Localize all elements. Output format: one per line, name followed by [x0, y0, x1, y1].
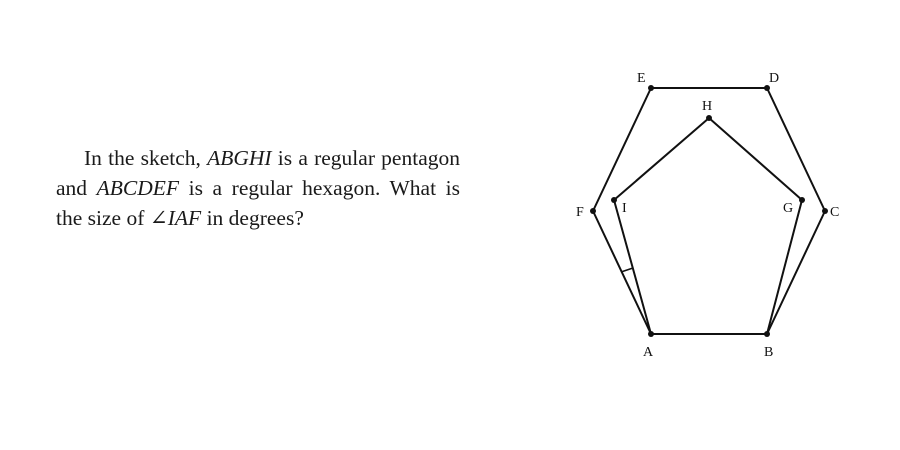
vertex-f-label: F — [576, 205, 584, 220]
vertex-a-point — [648, 331, 654, 337]
vertex-g-label: G — [783, 201, 793, 216]
hexagon-name: ABCDEF — [96, 176, 180, 200]
vertex-e-point — [648, 85, 654, 91]
vertex-c-label: C — [830, 205, 839, 220]
angle-iaf-mark — [620, 267, 634, 273]
vertex-i-label: I — [622, 201, 627, 216]
vertex-g-point — [799, 197, 805, 203]
angle-name: ∠IAF — [149, 206, 202, 230]
vertex-b-label: B — [764, 345, 773, 360]
vertex-c-point — [822, 208, 828, 214]
vertex-d-point — [764, 85, 770, 91]
vertex-i-point — [611, 197, 617, 203]
vertex-f-point — [590, 208, 596, 214]
vertex-h-point — [706, 115, 712, 121]
pentagon-abghi — [613, 117, 803, 335]
vertex-e-label: E — [637, 71, 646, 86]
vertex-b-point — [764, 331, 770, 337]
problem-text-4: in degrees? — [201, 206, 304, 230]
vertex-h-label: H — [702, 99, 712, 114]
problem-text-1: In the sketch, — [84, 146, 208, 170]
problem-text: In the sketch, ABGHI is a regular pentag… — [56, 143, 460, 233]
vertex-d-label: D — [769, 71, 779, 86]
pentagon-name: ABGHI — [207, 146, 272, 170]
vertex-a-label: A — [643, 345, 654, 360]
problem-text-2: is a regular pentagon and — [56, 146, 460, 200]
problem-text-3: is a regular hexagon. What is the size o… — [56, 176, 460, 230]
